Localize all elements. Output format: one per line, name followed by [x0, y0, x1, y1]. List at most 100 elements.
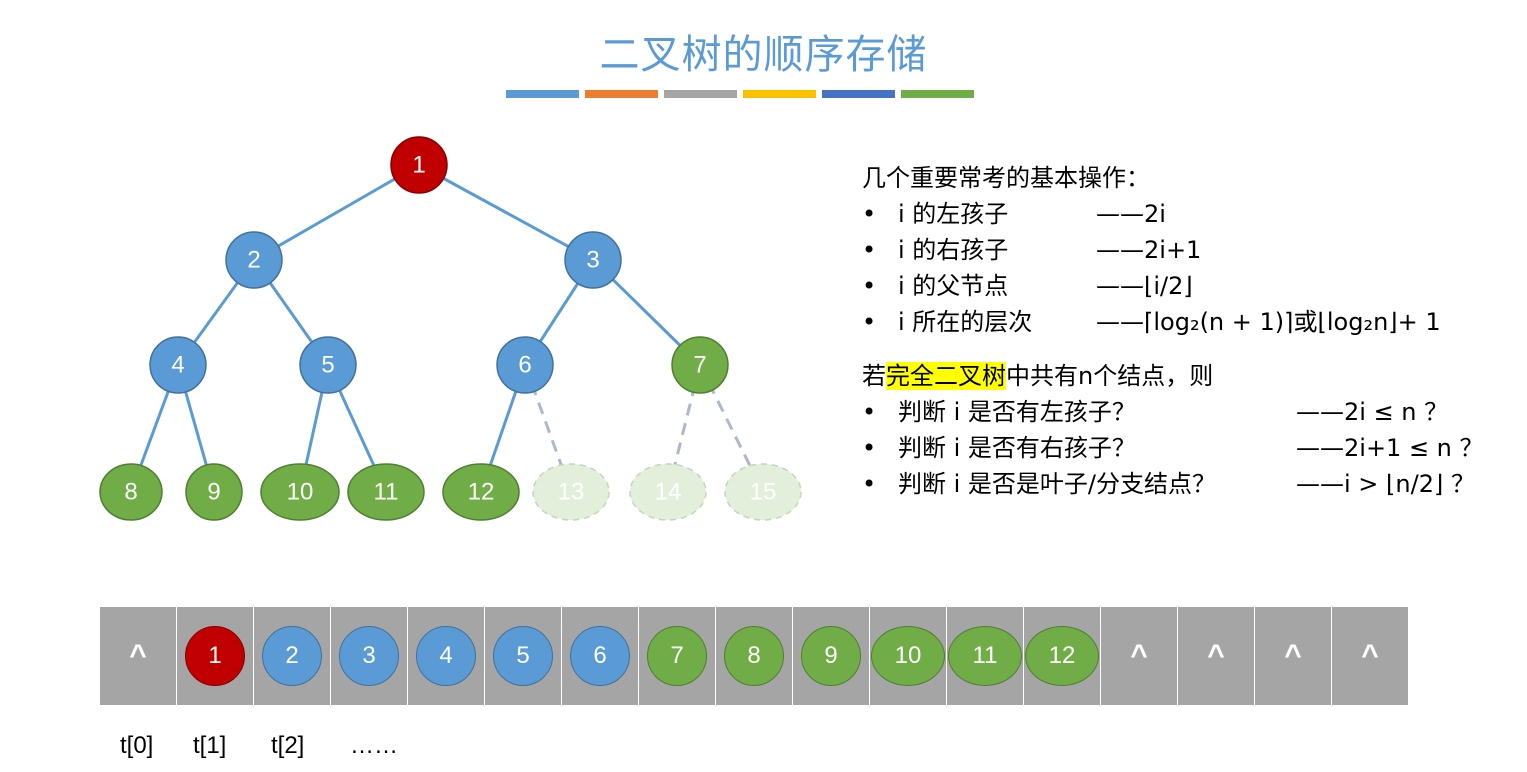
- tree-node-label: 11: [374, 479, 399, 506]
- op-label: i 所在的层次: [898, 308, 1033, 336]
- tree-node-circle: [149, 336, 207, 394]
- tree-node: 15: [724, 463, 802, 521]
- array-node: 4: [416, 626, 476, 686]
- tree-node: 3: [564, 231, 622, 289]
- op-label: i 的父节点: [898, 272, 1009, 300]
- tree-node-circle: [564, 231, 622, 289]
- tree-node-circle: [629, 463, 707, 521]
- tree-node-circle: [99, 463, 163, 521]
- array-node: 12: [1025, 626, 1099, 686]
- tree-node: 6: [496, 336, 554, 394]
- tree-node: 2: [225, 231, 283, 289]
- tree-node: 13: [532, 463, 610, 521]
- tree-node-label: 13: [558, 479, 585, 506]
- op-item: •i 所在的层次——⌈log₂(n + 1)⌉或⌊log₂n⌋+ 1: [862, 304, 1441, 340]
- op-value: ——⌈log₂(n + 1)⌉或⌊log₂n⌋+ 1: [1096, 308, 1441, 336]
- question-label: 判断 i 是否是叶子/分支结点？: [898, 470, 1217, 498]
- tree-node: 7: [671, 336, 729, 394]
- question-item: •判断 i 是否有左孩子？——2i ≤ n ？: [862, 394, 1448, 430]
- array-cell: 3: [331, 607, 408, 705]
- array-node: 5: [493, 626, 553, 686]
- tree-node-label: 6: [518, 352, 531, 379]
- array-cell: 4: [408, 607, 485, 705]
- complete-suffix: 中共有n个结点，则: [1006, 362, 1214, 390]
- empty-marker: ^: [1284, 639, 1302, 672]
- tree-node-circle: [347, 463, 425, 521]
- title-stripe: [585, 90, 658, 98]
- tree-node-label: 7: [693, 352, 706, 379]
- tree-node-label: 12: [468, 479, 495, 506]
- index-label: ……: [350, 732, 398, 759]
- title-stripe: [664, 90, 737, 98]
- index-label: t[0]: [120, 732, 154, 759]
- complete-highlight: 完全二叉树: [886, 362, 1006, 390]
- tree-node-label: 8: [124, 479, 137, 506]
- array-cell: 12: [1024, 607, 1101, 705]
- tree-node-circle: [299, 336, 357, 394]
- tree-node: 10: [260, 463, 340, 521]
- tree-node-circle: [185, 463, 243, 521]
- ops-heading: 几个重要常考的基本操作：: [862, 164, 1150, 192]
- tree-edge: [418, 163, 594, 262]
- tree-node: 9: [185, 463, 243, 521]
- array-node: 11: [948, 626, 1022, 686]
- operations-panel: 几个重要常考的基本操作： •i 的左孩子——2i •i 的右孩子——2i+1 •…: [862, 160, 1484, 502]
- array-cell: ^: [1332, 607, 1409, 705]
- array-cell: 9: [793, 607, 870, 705]
- complete-tree-heading: 若完全二叉树中共有n个结点，则: [862, 358, 1213, 394]
- op-item: •i 的父节点——⌊i/2⌋: [862, 268, 1213, 304]
- array-node: 9: [801, 626, 861, 686]
- array-node: 10: [871, 626, 945, 686]
- question-label: 判断 i 是否有右孩子？: [898, 434, 1136, 462]
- tree-node-circle: [390, 136, 448, 194]
- tree-node-circle: [724, 463, 802, 521]
- page-title: 二叉树的顺序存储: [599, 32, 928, 78]
- tree-node-circle: [532, 463, 610, 521]
- op-item: •i 的左孩子——2i: [862, 196, 1213, 232]
- array-cell: 6: [562, 607, 639, 705]
- tree-node: 11: [347, 463, 425, 521]
- tree-node-circle: [442, 463, 520, 521]
- array-node: 1: [185, 626, 245, 686]
- question-value: ——2i+1 ≤ n ？: [1296, 434, 1484, 462]
- title-stripe: [743, 90, 816, 98]
- array-cell: ^: [1178, 607, 1255, 705]
- ops-list: •i 的左孩子——2i •i 的右孩子——2i+1 •i 的父节点——⌊i/2⌋…: [862, 196, 1441, 340]
- array-cell: ^: [1101, 607, 1178, 705]
- question-item: •判断 i 是否有右孩子？——2i+1 ≤ n ？: [862, 430, 1484, 466]
- tree-node: 14: [629, 463, 707, 521]
- array-node: 6: [570, 626, 630, 686]
- array-node: 7: [647, 626, 707, 686]
- empty-marker: ^: [129, 639, 147, 672]
- array-cell: 10: [870, 607, 947, 705]
- op-label: i 的左孩子: [898, 200, 1009, 228]
- empty-marker: ^: [1130, 639, 1148, 672]
- tree-node-label: 3: [586, 247, 599, 274]
- array-node: 3: [339, 626, 399, 686]
- title-stripe: [506, 90, 579, 98]
- op-item: •i 的右孩子——2i+1: [862, 232, 1213, 268]
- title-stripe: [901, 90, 974, 98]
- tree-node-label: 4: [171, 352, 184, 379]
- empty-marker: ^: [1207, 639, 1225, 672]
- array-node: 8: [724, 626, 784, 686]
- tree-node-circle: [225, 231, 283, 289]
- tree-edge: [253, 163, 420, 262]
- array-cell: 1: [177, 607, 254, 705]
- array-cell: 8: [716, 607, 793, 705]
- tree-node-label: 15: [750, 479, 777, 506]
- tree-node-label: 2: [247, 247, 260, 274]
- question-label: 判断 i 是否有左孩子？: [898, 398, 1136, 426]
- array-node: 2: [262, 626, 322, 686]
- title-stripes: [506, 90, 974, 98]
- array-cell: 11: [947, 607, 1024, 705]
- op-value: ——2i+1: [1096, 236, 1202, 264]
- array-cell: 7: [639, 607, 716, 705]
- tree-node-circle: [671, 336, 729, 394]
- question-value: ——i > ⌊n/2⌋ ？: [1296, 470, 1475, 498]
- tree-node: 12: [442, 463, 520, 521]
- array-cell: ^: [100, 607, 177, 705]
- op-value: ——2i: [1096, 200, 1166, 228]
